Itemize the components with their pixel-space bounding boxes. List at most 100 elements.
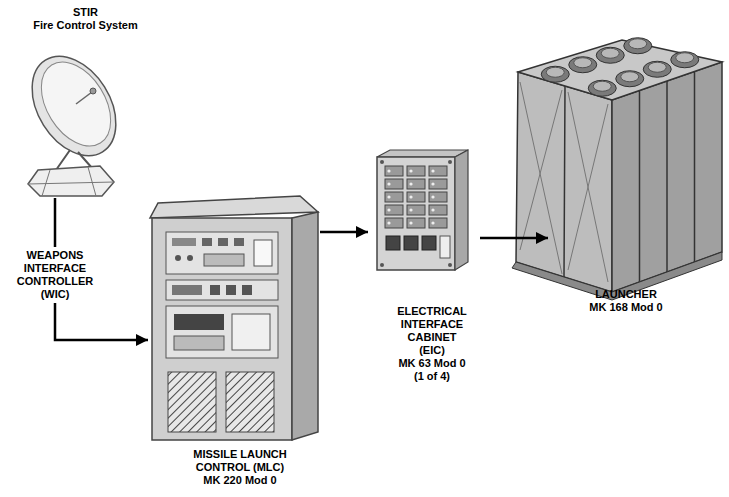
- mlc-cabinet-part: [226, 285, 236, 295]
- cell-cover: [596, 47, 624, 63]
- signal-arrow: [320, 231, 368, 234]
- radar-dish-part: [28, 167, 114, 196]
- eic-cabinet-part: [440, 236, 450, 258]
- module-led: [431, 182, 434, 185]
- module-led: [431, 208, 434, 211]
- node-caption: MISSILE LAUNCH CONTROL (MLC)MK 220 Mod 0: [185, 448, 295, 487]
- cell-dome: [629, 39, 647, 49]
- equipment-label: LAUNCHER: [576, 288, 676, 301]
- mlc-cabinet-part: [187, 255, 193, 261]
- eic-cabinet: [377, 150, 468, 270]
- mlc-cabinet-part: [172, 285, 202, 295]
- equipment-label: (1 of 4): [394, 370, 470, 383]
- node-caption: LAUNCHERMK 168 Mod 0: [576, 288, 676, 314]
- mlc-cabinet-part: [232, 314, 270, 350]
- module-led: [387, 208, 390, 211]
- mlc-cabinet-part: [150, 196, 318, 218]
- equipment-label: MK 168 Mod 0: [576, 301, 676, 314]
- radar-dish-part: [76, 92, 92, 104]
- mlc-cabinet-part: [226, 372, 274, 432]
- eic-cabinet-part: [377, 150, 468, 157]
- cell-dome: [676, 53, 694, 63]
- cell-cover: [643, 61, 671, 77]
- module: [385, 205, 403, 215]
- module: [407, 179, 425, 189]
- module: [429, 205, 447, 215]
- equipment-label: MK 220 Mod 0: [185, 474, 295, 487]
- eic-cabinet-part: [386, 236, 400, 250]
- mlc-cabinet-part: [152, 218, 292, 440]
- node-caption: STIRFire Control System: [23, 6, 148, 32]
- signal-arrow: [480, 237, 548, 240]
- cell-cover: [624, 38, 652, 54]
- cell-cover: [541, 66, 569, 82]
- eic-cabinet-part: [448, 263, 452, 267]
- module: [429, 179, 447, 189]
- module-led: [387, 195, 390, 198]
- mlc-cabinet-part: [172, 238, 196, 246]
- module-led: [409, 169, 412, 172]
- eic-cabinet-part: [422, 236, 436, 250]
- radar-dish-part: [15, 41, 133, 171]
- mlc-cabinet-part: [242, 285, 252, 295]
- radar-dish-part: [28, 166, 114, 196]
- cell-cover: [569, 57, 597, 73]
- module-led: [387, 169, 390, 172]
- module: [429, 166, 447, 176]
- mlc-cabinet-part: [166, 306, 278, 358]
- module-led: [409, 195, 412, 198]
- eic-cabinet-part: [455, 150, 468, 270]
- eic-cabinet-part: [448, 160, 452, 164]
- module: [385, 218, 403, 228]
- launcher-module-part: [564, 72, 695, 282]
- module: [385, 192, 403, 202]
- equipment-label: MISSILE LAUNCH CONTROL (MLC): [185, 448, 295, 474]
- module-led: [387, 221, 390, 224]
- cell-cover: [616, 71, 644, 87]
- cell-dome: [601, 48, 619, 58]
- mlc-cabinet-part: [202, 238, 212, 246]
- module-led: [387, 182, 390, 185]
- mlc-cabinet-part: [166, 280, 278, 300]
- mlc-cabinet-part: [175, 255, 181, 261]
- launcher-module-part: [520, 82, 608, 282]
- equipment-label: STIR: [23, 6, 148, 19]
- equipment-label: MK 63 Mod 0: [394, 357, 470, 370]
- module: [429, 218, 447, 228]
- cell-cover: [588, 80, 616, 96]
- module-led: [409, 208, 412, 211]
- mlc-cabinet-part: [254, 240, 272, 266]
- mlc-cabinet-part: [204, 254, 244, 266]
- module: [407, 205, 425, 215]
- equipment-label: ELECTRICAL INTERFACE CABINET (EIC): [394, 305, 470, 357]
- cell-dome: [546, 67, 564, 77]
- equipment-label: Fire Control System: [23, 19, 148, 32]
- mlc-cabinet-part: [292, 212, 318, 440]
- eic-cabinet-part: [377, 157, 455, 270]
- radar-dish-part: [90, 88, 96, 94]
- module-led: [409, 221, 412, 224]
- module: [407, 192, 425, 202]
- mlc-cabinet-part: [174, 336, 224, 350]
- module: [407, 166, 425, 176]
- radar-dish-part: [27, 50, 125, 159]
- cell-dome: [593, 81, 611, 91]
- mlc-cabinet-part: [174, 314, 224, 330]
- equipment-node: MISSILE LAUNCH CONTROL (MLC)MK 220 Mod 0: [148, 190, 320, 492]
- mlc-cabinet-part: [234, 238, 244, 246]
- module: [429, 192, 447, 202]
- module-led: [409, 182, 412, 185]
- equipment-node: STIRFire Control System: [18, 4, 153, 198]
- module-led: [431, 195, 434, 198]
- module-led: [431, 169, 434, 172]
- eic-cabinet-part: [380, 160, 384, 164]
- launcher-module-part: [518, 40, 722, 100]
- mlc-cabinet-part: [210, 285, 220, 295]
- mlc-cabinet: [150, 196, 318, 440]
- node-caption: ELECTRICAL INTERFACE CABINET (EIC)MK 63 …: [394, 305, 470, 383]
- cell-dome: [574, 58, 592, 68]
